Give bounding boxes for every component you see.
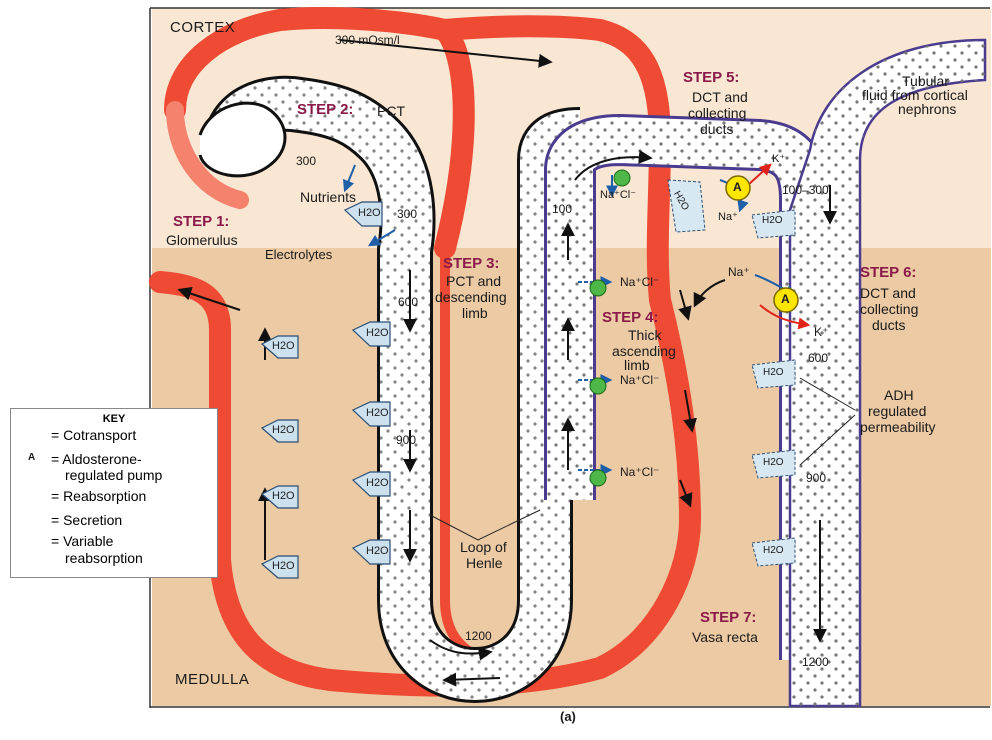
step5-line3: ducts — [700, 122, 733, 137]
osm-cd-600: 600 — [808, 352, 828, 365]
osm-cd-900: 900 — [806, 472, 826, 485]
nacl-4: Na⁺Cl⁻ — [620, 466, 659, 479]
key-aldosterone-1: = Aldosterone- — [51, 451, 142, 467]
k-label-1: K⁺ — [772, 154, 785, 166]
h2o-var-4: H2O — [763, 458, 784, 469]
electrolytes-label: Electrolytes — [265, 248, 332, 262]
step1-text: Glomerulus — [166, 233, 238, 248]
h2o-vr-2: H2O — [272, 424, 295, 436]
step5-line1: DCT and — [692, 90, 748, 105]
osm-cd-1200: 1200 — [802, 656, 829, 669]
step3-line2: descending — [435, 290, 507, 305]
legend-key: KEY = Cotransport = Aldosterone- regulat… — [10, 408, 218, 578]
step2-text: PCT — [377, 104, 405, 119]
key-aldosterone-2: regulated pump — [65, 467, 162, 483]
step5-title: STEP 5: — [683, 70, 739, 86]
k-label-2: K⁺ — [814, 326, 828, 339]
medulla-label: MEDULLA — [175, 672, 249, 688]
step6-line1: DCT and — [860, 286, 916, 301]
osm-loop-1200: 1200 — [465, 630, 492, 643]
na-label-1: Na⁺ — [718, 212, 738, 224]
h2o-vr-3: H2O — [272, 490, 295, 502]
osm-pct-a: 300 — [296, 155, 316, 168]
key-pump-a: A — [28, 453, 35, 464]
step2-title: STEP 2: — [297, 102, 353, 118]
key-title: KEY — [11, 413, 217, 425]
step7-title: STEP 7: — [700, 610, 756, 626]
step5-line2: collecting — [688, 106, 746, 121]
h2o-desc-3: H2O — [366, 477, 389, 489]
osm-cortical: 300 mOsm/l — [335, 34, 400, 47]
h2o-desc-1: H2O — [366, 327, 389, 339]
key-variable-2: reabsorption — [65, 550, 143, 566]
h2o-desc-2: H2O — [366, 407, 389, 419]
key-secretion: = Secretion — [51, 512, 122, 528]
nacl-1: Na⁺Cl⁻ — [600, 190, 636, 202]
step1-title: STEP 1: — [173, 214, 229, 230]
cortex-label: CORTEX — [170, 20, 235, 36]
loop-label-1: Loop of — [460, 540, 507, 555]
step3-line3: limb — [462, 306, 488, 321]
nacl-2: Na⁺Cl⁻ — [620, 276, 659, 289]
h2o-vr-1: H2O — [272, 340, 295, 352]
step7-text: Vasa recta — [692, 630, 758, 645]
h2o-desc-4: H2O — [366, 545, 389, 557]
key-variable-1: = Variable — [51, 533, 113, 549]
loop-label-2: Henle — [466, 556, 503, 571]
step6-line2: collecting — [860, 302, 918, 317]
step4-line3: limb — [624, 358, 650, 373]
step3-title: STEP 3: — [443, 256, 499, 272]
na-label-2: Na⁺ — [728, 266, 750, 279]
step4-line1: Thick — [628, 328, 661, 343]
h2o-pct: H2O — [358, 207, 381, 219]
step6-line3: ducts — [872, 318, 905, 333]
osm-asc-100: 100 — [552, 203, 572, 216]
step4-title: STEP 4: — [602, 310, 658, 326]
tubular-line3: nephrons — [898, 102, 956, 117]
figure-caption: (a) — [560, 710, 576, 724]
adh-line3: permeability — [860, 420, 935, 435]
h2o-vr-4: H2O — [272, 560, 295, 572]
h2o-var-5: H2O — [763, 546, 784, 557]
osm-desc-900: 900 — [396, 434, 416, 447]
key-reabsorption: = Reabsorption — [51, 488, 146, 504]
h2o-var-2: H2O — [762, 216, 783, 227]
nacl-3: Na⁺Cl⁻ — [620, 374, 659, 387]
adh-line2: regulated — [868, 404, 926, 419]
pump-a-2: A — [781, 293, 790, 306]
osm-pct-b: 300 — [397, 208, 417, 221]
step3-line1: PCT and — [446, 274, 501, 289]
osm-dct-100-300: 100–300 — [782, 184, 829, 197]
osm-desc-600: 600 — [398, 296, 418, 309]
pump-a-1: A — [733, 181, 742, 194]
key-cotransport: = Cotransport — [51, 427, 136, 443]
h2o-var-3: H2O — [763, 368, 784, 379]
nutrients-label: Nutrients — [300, 190, 356, 205]
step6-title: STEP 6: — [860, 265, 916, 281]
adh-line1: ADH — [884, 388, 914, 403]
